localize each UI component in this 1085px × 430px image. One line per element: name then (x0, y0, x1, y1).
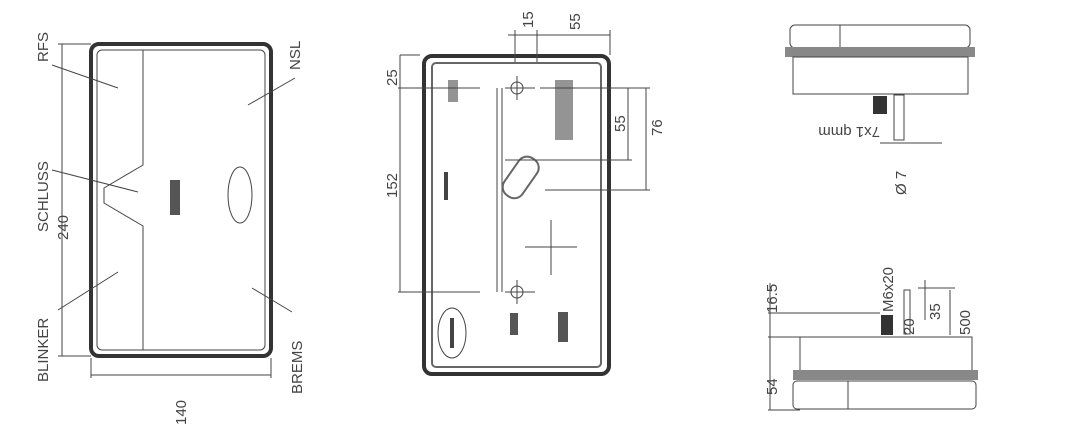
dim-500: 500 (957, 310, 974, 335)
marking-text (555, 80, 573, 140)
cable-spec: 7x1 qmm (818, 123, 880, 140)
lamp-outline (89, 42, 273, 358)
vent-oval (437, 307, 467, 359)
rear-outline (422, 54, 611, 376)
approval-mark (227, 166, 253, 224)
dim-25: 25 (384, 69, 401, 86)
dim-54: 54 (764, 378, 781, 395)
dim-55-top: 55 (567, 13, 584, 30)
bolt-icon (873, 96, 887, 114)
top-side-view: 7x1 qmm Ø 7 (785, 24, 975, 195)
cable (893, 94, 905, 141)
rear-view: 15 55 25 152 55 76 (384, 11, 666, 376)
bottom-side-view: 16.5 54 M6x20 20 35 500 (764, 267, 978, 411)
lamp-inner-outline (96, 49, 266, 351)
dim-20: 20 (901, 318, 918, 335)
logo-mark (170, 180, 180, 215)
bolt-m6-icon (881, 315, 893, 335)
bolt-spec: M6x20 (880, 267, 897, 312)
label-brems: BREMS (289, 341, 306, 394)
label-rfs: RFS (35, 32, 52, 62)
dim-35: 35 (927, 303, 944, 320)
dim-16-5: 16.5 (764, 284, 781, 313)
cable-slot (501, 155, 540, 200)
dim-240: 240 (55, 215, 72, 240)
label-schluss: SCHLUSS (35, 161, 52, 232)
dim-15: 15 (520, 11, 537, 28)
label-nsl: NSL (287, 41, 304, 70)
dim-140: 140 (173, 400, 190, 425)
dim-152: 152 (384, 173, 401, 198)
dim-55-side: 55 (612, 115, 629, 132)
dim-76: 76 (649, 119, 666, 136)
front-view: RFS SCHLUSS BLINKER 240 NSL BREMS 140 (35, 32, 306, 425)
chamber-divider (103, 50, 144, 350)
housing-flange (785, 47, 975, 57)
dim-diameter-7: Ø 7 (893, 171, 910, 195)
label-blinker: BLINKER (35, 318, 52, 382)
cable-stub (903, 289, 911, 335)
